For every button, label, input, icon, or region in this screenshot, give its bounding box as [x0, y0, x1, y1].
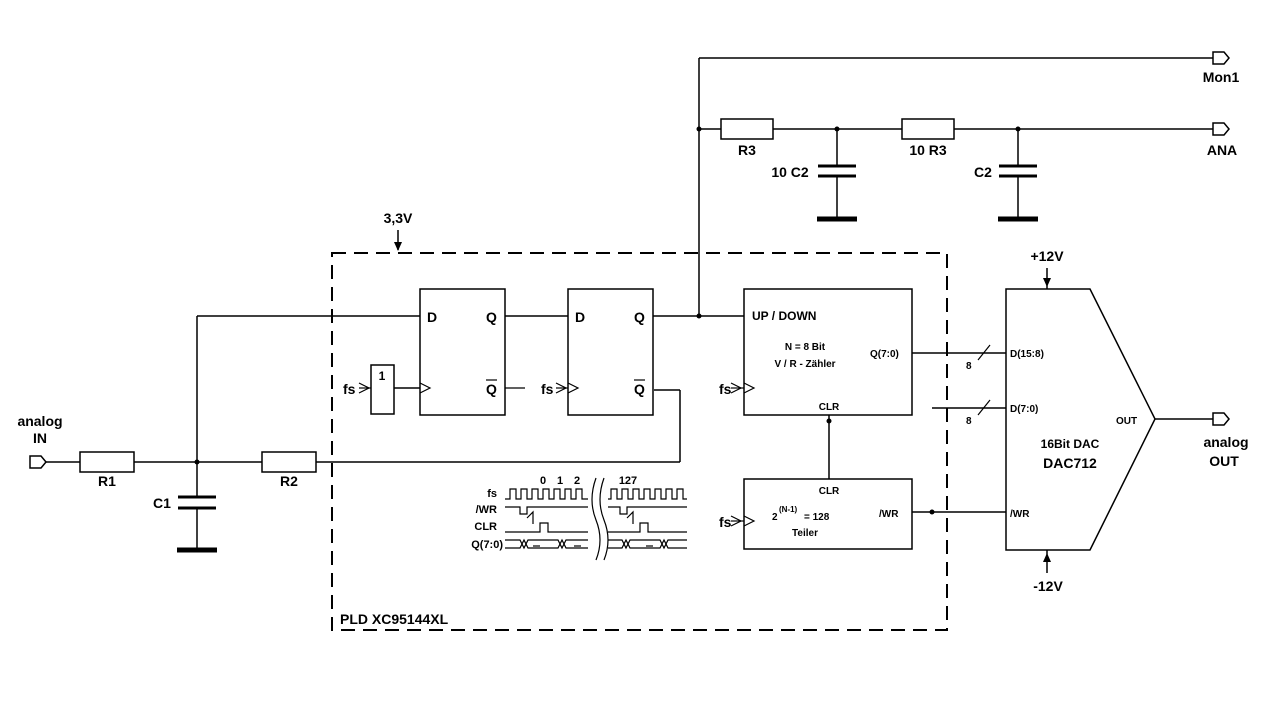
fs-label-1: fs: [343, 381, 356, 397]
updown-counter: UP / DOWN N = 8 Bit V / R - Zähler Q(7:0…: [743, 288, 913, 416]
timing-t0: 0: [540, 475, 546, 487]
analog-out-label-2: OUT: [1209, 453, 1239, 469]
timing-fs-label: fs: [487, 488, 497, 500]
r3x10-label: 10 R3: [909, 142, 947, 158]
r1-label: R1: [98, 473, 116, 489]
timing-t127: 127: [619, 475, 637, 487]
analog-out-port: [1212, 412, 1230, 426]
r2-label: R2: [280, 473, 298, 489]
flipflop-2: D Q Q: [567, 288, 654, 416]
analog-in-label-1: analog: [17, 413, 62, 429]
divider-block: CLR 2 (N-1) = 128 Teiler /WR: [743, 478, 913, 550]
resistor-r3: [720, 118, 774, 140]
inverter-label: 1: [379, 369, 386, 383]
bus-width-lo: 8: [966, 416, 972, 427]
ff1-d-label: D: [427, 309, 437, 325]
divider-exp: (N-1): [779, 505, 798, 514]
fs-label-3: fs: [719, 381, 732, 397]
timing-t1: 1: [557, 475, 563, 487]
timing-diagram: fs /WR CLR Q(7:0) 0 1 2 127: [471, 475, 687, 561]
supply-3v3-label: 3,3V: [384, 210, 413, 226]
fs-label-2: fs: [541, 381, 554, 397]
counter-n-label: N = 8 Bit: [785, 342, 826, 353]
ff1-qbar-label: Q: [486, 381, 497, 397]
pld-boundary: [331, 252, 948, 631]
dac-wr-label: /WR: [1010, 509, 1030, 520]
r3-label: R3: [738, 142, 756, 158]
ff1-q-label: Q: [486, 309, 497, 325]
mon1-label: Mon1: [1203, 69, 1240, 85]
c2-label: C2: [974, 164, 992, 180]
timing-q-label: Q(7:0): [471, 539, 503, 551]
timing-t2: 2: [574, 475, 580, 487]
supply-pos-label: +12V: [1030, 248, 1064, 264]
resistor-r1: [79, 451, 135, 473]
dac-out-label: OUT: [1116, 416, 1137, 427]
flipflop-1: D Q Q: [419, 288, 506, 416]
ana-label: ANA: [1207, 142, 1237, 158]
counter-updown-label: UP / DOWN: [752, 309, 816, 323]
c2x10-label: 10 C2: [771, 164, 809, 180]
divider-name: Teiler: [792, 528, 818, 539]
analog-in-port: analog IN: [17, 413, 63, 469]
resistor-10r3: [901, 118, 955, 140]
timing-clr-label: CLR: [474, 521, 497, 533]
counter-name-label: V / R - Zähler: [774, 359, 835, 370]
ff2-qbar-label: Q: [634, 381, 645, 397]
pld-label: PLD XC95144XL: [340, 611, 449, 627]
supply-neg-label: -12V: [1033, 578, 1063, 594]
analog-out-label-1: analog: [1203, 434, 1248, 450]
ana-port: [1212, 122, 1230, 136]
divider-base: 2: [772, 512, 778, 523]
analog-in-label-2: IN: [33, 430, 47, 446]
dac-dlo-label: D(7:0): [1010, 404, 1038, 415]
divider-wr-label: /WR: [879, 509, 899, 520]
resistor-r2: [261, 451, 317, 473]
c1-label: C1: [153, 495, 171, 511]
ff2-d-label: D: [575, 309, 585, 325]
dac-title: 16Bit DAC: [1041, 437, 1100, 451]
divider-eq: = 128: [804, 512, 830, 523]
timing-wr-label: /WR: [476, 504, 497, 516]
dac712: D(15:8) D(7:0) /WR OUT 16Bit DAC DAC712: [1005, 288, 1156, 551]
fs-label-4: fs: [719, 514, 732, 530]
inverter: 1: [370, 364, 395, 415]
ff2-q-label: Q: [634, 309, 645, 325]
dac-dhi-label: D(15:8): [1010, 349, 1044, 360]
dac-model: DAC712: [1043, 455, 1097, 471]
mon1-port: [1212, 51, 1230, 65]
counter-clr-label: CLR: [819, 402, 840, 413]
counter-q-label: Q(7:0): [870, 349, 899, 360]
bus-width-hi: 8: [966, 361, 972, 372]
divider-clr-label: CLR: [819, 486, 840, 497]
